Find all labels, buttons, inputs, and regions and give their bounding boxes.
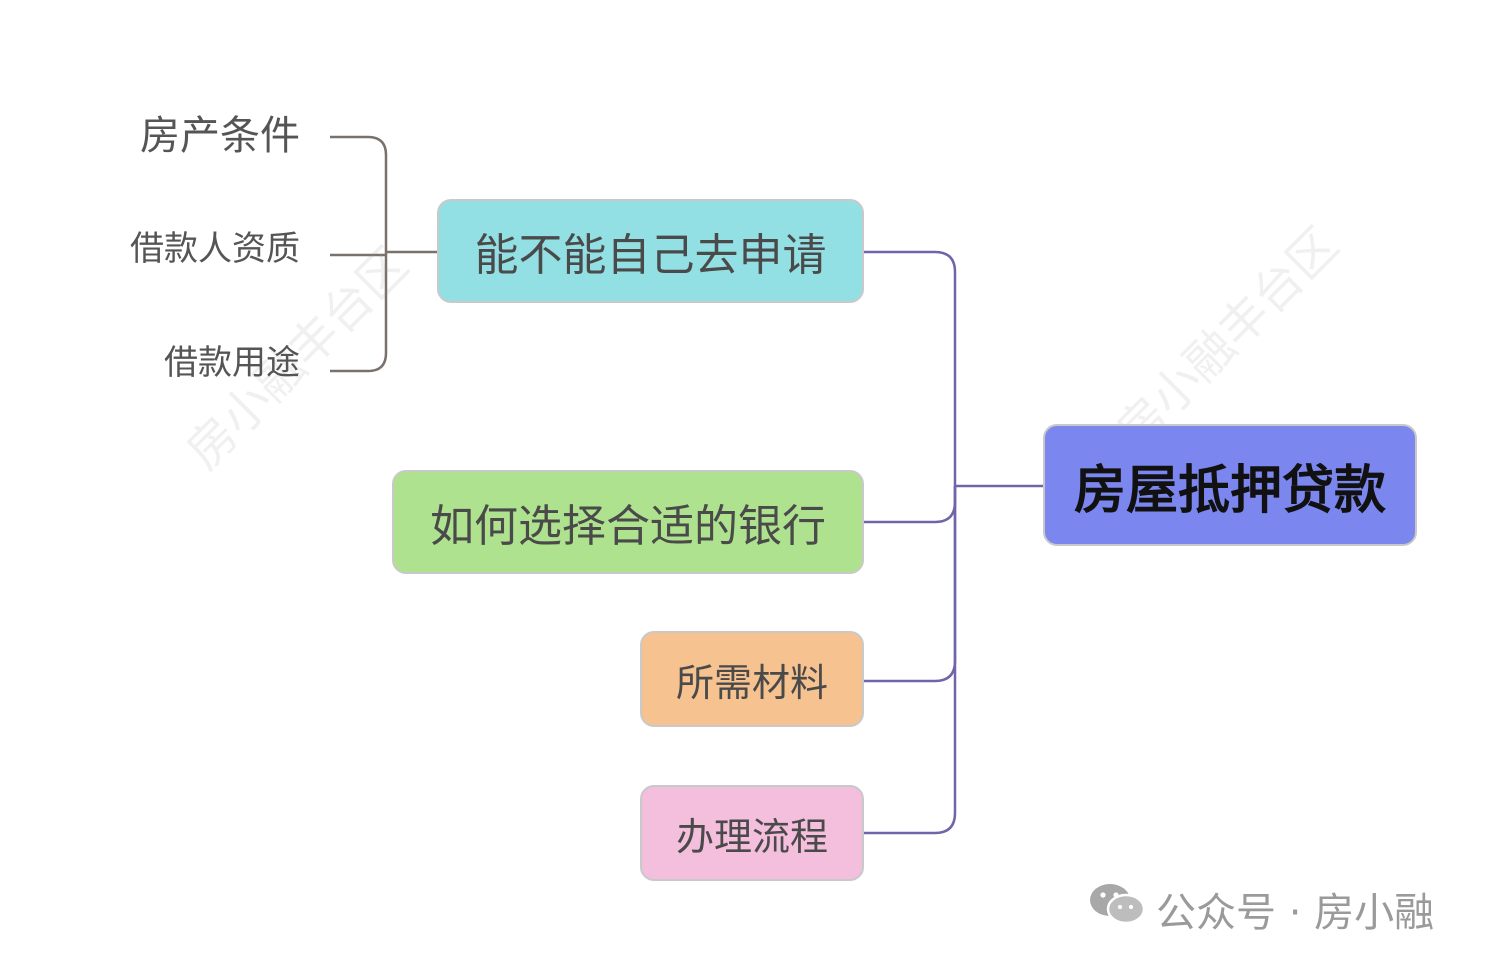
connector-leaf-1 [330, 135, 388, 252]
leaf-property-condition: 房产条件 [140, 113, 300, 159]
connector-branch-1 [862, 250, 957, 486]
footer-text: 公众号 · 房小融 [1156, 890, 1435, 936]
branch-process[interactable]: 办理流程 [640, 785, 864, 881]
leaf-loan-purpose: 借款用途 [164, 343, 300, 383]
leaf-borrower-qualification: 借款人资质 [130, 229, 300, 269]
connector-branch-2 [862, 486, 957, 524]
wechat-icon [1088, 881, 1146, 937]
connector-leaf-3 [330, 252, 388, 373]
root-mortgage-loan[interactable]: 房屋抵押贷款 [1043, 424, 1417, 546]
connector-branch-4 [862, 486, 957, 835]
footer-attribution: 公众号 · 房小融 [1088, 881, 1434, 937]
branch-required-materials[interactable]: 所需材料 [640, 631, 864, 727]
branch-choose-bank[interactable]: 如何选择合适的银行 [392, 470, 864, 574]
branch-self-apply[interactable]: 能不能自己去申请 [437, 199, 864, 303]
connector-branch-3 [862, 486, 957, 683]
